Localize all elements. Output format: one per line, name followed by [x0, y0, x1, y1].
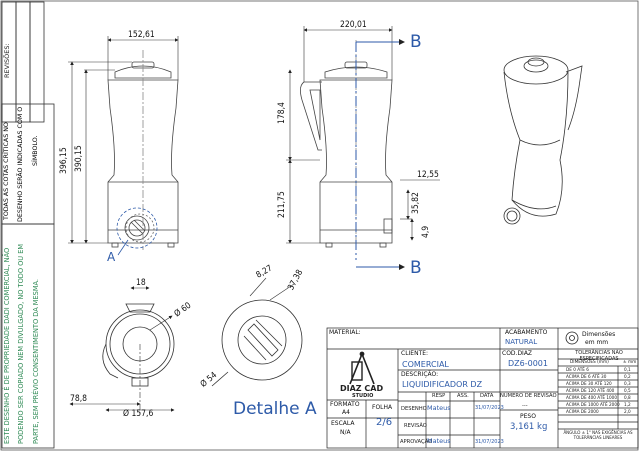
dim-top-phi157-6: Ø 157,6 [123, 409, 154, 419]
cliente-value: COMERCIAL [402, 360, 449, 369]
dim-front-width: 152,61 [128, 30, 155, 40]
tol-row-range: ACIMA DE 400 ATÉ 1000 [566, 395, 618, 400]
descricao-label: DESCRIÇÃO: [401, 371, 439, 378]
front-view [107, 50, 179, 250]
side-view [300, 40, 393, 250]
peso-label: PESO [520, 413, 536, 420]
dim-side-lower: 211,75 [277, 191, 287, 218]
isometric-view [503, 55, 583, 225]
dimensoes-label: Dimensões [582, 331, 616, 338]
aprovacao-data: 31/07/2023 [475, 439, 504, 445]
copyright-line2: PODENDO SER COPIADO NEM DIVULGADO, NO TO… [17, 243, 25, 444]
section-mark-b-top: B [410, 32, 422, 52]
num-revisao-value: --- [522, 403, 528, 409]
section-mark-b-bottom: B [410, 258, 422, 278]
dim-side-width: 220,01 [340, 20, 367, 30]
tol-header-dim: DIMENSÕES (mm) [570, 360, 609, 365]
material-label: MATERIAL: [329, 329, 361, 336]
tol-footer: ÂNGULO ± 1° NAS EXIGÊNCIAS AS TOLERÂNCIA… [563, 430, 633, 440]
desenho-resp: Mateus [427, 404, 451, 412]
tol-row-range: DE 0 ATÉ 6 [566, 367, 589, 372]
dim-front-total: 396,15 [59, 147, 69, 174]
note-line2: DESENHO SERÃO INDICADAS COM O [17, 106, 24, 222]
note-line1: TODAS AS COTAS CRÍTICAS NO [3, 122, 10, 220]
formato-value: A4 [342, 409, 350, 416]
cod-label: COD.DIAZ [502, 350, 533, 357]
section-mark-a: A [107, 250, 116, 264]
descricao-value: LIQUIDIFICADOR DZ [402, 380, 483, 389]
dimensoes-unit: em mm [585, 339, 609, 346]
ass-label: ASS. [457, 393, 469, 399]
cod-value: DZ6-0001 [508, 359, 548, 368]
tol-row-value: 2,0 [624, 409, 631, 414]
folha-label: FOLHA [372, 404, 393, 411]
copyright-line1: ESTE DESENHO É DE PROPRIEDADE DADI COMER… [3, 247, 11, 444]
copyright-line3: PARTE, SEM PRÉVIO CONSENTIMENTO DA MESMA… [32, 278, 40, 444]
tol-row-range: ACIMA DE 120 ATÉ 400 [566, 388, 615, 393]
escala-label: ESCALA [331, 420, 355, 427]
formato-label: FORMATO [330, 401, 360, 408]
acabamento-label: ACABAMENTO [505, 329, 548, 336]
acabamento-value: NATURAL [505, 338, 538, 346]
tol-header-val: ± mm [623, 360, 637, 365]
logo-sub: STUDIO [352, 393, 374, 399]
detail-a-title: Detalhe A [233, 399, 317, 419]
title-block [326, 327, 639, 449]
dim-side-12-55: 12,55 [417, 170, 439, 180]
dim-side-35-82: 35,82 [411, 192, 421, 214]
tol-title: TOLERÂNCIAS NÃO ESPECIFICADAS [575, 350, 623, 362]
dim-front-inner: 390,15 [74, 145, 84, 172]
diaz-cad-logo-icon [349, 351, 375, 385]
num-revisao-label: NUMERO DE REVISÃO [500, 393, 557, 399]
tol-row-value: 0,8 [624, 395, 631, 400]
projection-symbol-icon [565, 331, 579, 345]
revisoes-label: REVISÕES: [3, 43, 11, 78]
cliente-label: CLIENTE: [401, 350, 429, 357]
folha-value: 2/6 [376, 417, 393, 428]
logo-text: DIAZ CAD [340, 384, 384, 393]
aprovacao-resp: Mateus [427, 437, 451, 445]
aprovacao-label: APROVAÇÃO [400, 439, 433, 445]
tol-row-value: 0,3 [624, 381, 631, 386]
tol-row-value: 0,1 [624, 367, 631, 372]
dim-top-78-8: 78,8 [70, 394, 88, 404]
desenho-label: DESENHO [401, 406, 427, 412]
dim-side-upper: 178,4 [277, 102, 287, 124]
top-view [102, 303, 175, 387]
data-label: DATA [480, 393, 494, 399]
tol-row-range: ACIMA DE 6 ATÉ 30 [566, 374, 607, 379]
dim-top-18: 18 [136, 278, 146, 288]
escala-value: N/A [340, 429, 351, 436]
desenho-data: 31/07/2023 [475, 405, 504, 411]
tol-row-value: 0,2 [624, 374, 631, 379]
note-line3: SÍMBOLO. [32, 135, 39, 166]
tol-row-value: 0,5 [624, 388, 631, 393]
copyright-box [1, 223, 55, 449]
tol-row-value: 1,2 [624, 402, 631, 407]
tol-row-range: ACIMA DE 30 ATÉ 120 [566, 381, 612, 386]
peso-value: 3,161 kg [510, 422, 548, 432]
detail-a [211, 277, 303, 387]
tol-row-range: ACIMA DE 2000 [566, 409, 599, 414]
dim-side-4-9: 4,9 [421, 225, 431, 238]
tol-row-range: ACIMA DE 1000 ATÉ 2000 [566, 402, 620, 407]
revisao-label: REVISÃO [404, 423, 427, 429]
resp-label: RESP [432, 393, 446, 399]
